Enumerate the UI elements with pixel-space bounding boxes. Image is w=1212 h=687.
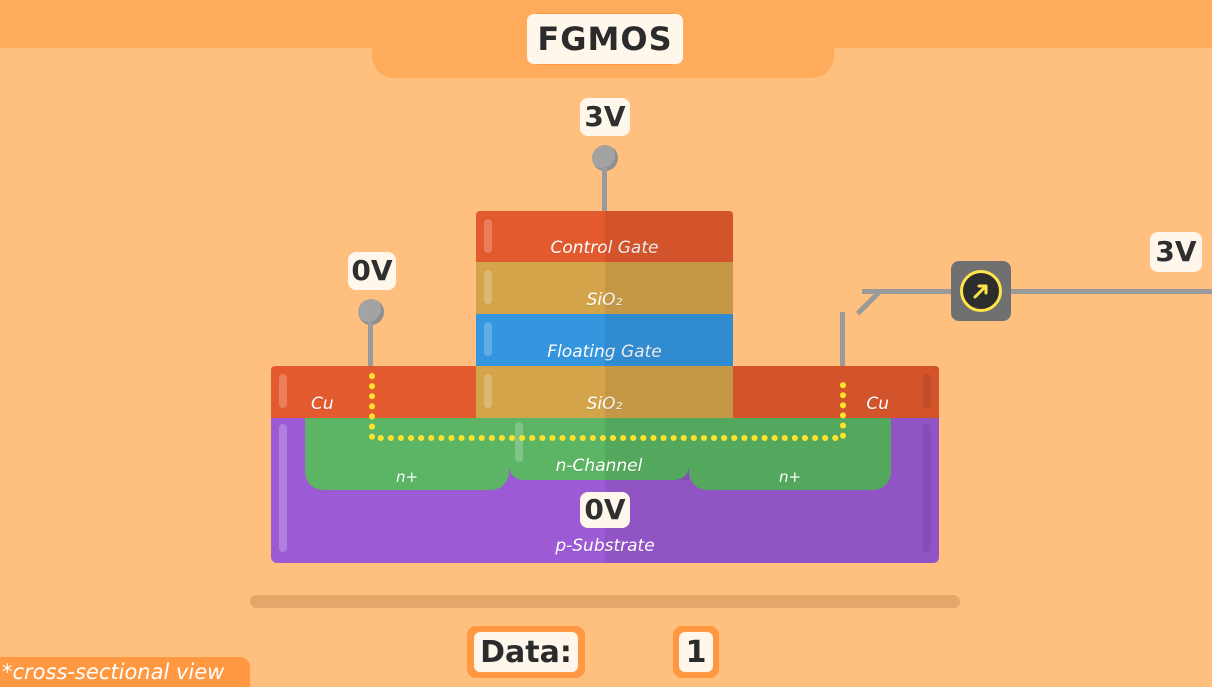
cu-right-label: Cu (866, 394, 889, 414)
ammeter[interactable] (951, 261, 1011, 321)
drain-wire-horizontal-right (1010, 289, 1212, 294)
drain-voltage-label: 3V (1150, 232, 1202, 272)
source-voltage-label: 0V (348, 252, 396, 290)
drain-wire-vertical (840, 312, 845, 368)
data-label-frame: Data: (467, 626, 585, 678)
drain-wire-diagonal (855, 290, 881, 316)
n-plus-right-region: n+ (689, 418, 891, 490)
n-plus-right-label: n+ (778, 468, 802, 486)
control-gate-label: Control Gate (550, 238, 659, 258)
n-channel-region: n-Channel (509, 418, 689, 480)
title-frame: FGMOS (527, 13, 683, 65)
sio2-top-layer: SiO₂ (476, 262, 733, 314)
n-plus-left-label: n+ (395, 468, 419, 486)
gate-wire (602, 168, 607, 212)
sio2-bottom-layer: SiO₂ (476, 366, 733, 418)
data-value: 1 (679, 632, 713, 672)
device-shadow (250, 595, 960, 608)
cu-right-contact: Cu (733, 366, 939, 418)
sio2-bottom-label: SiO₂ (586, 394, 623, 414)
gate-terminal-node[interactable] (592, 145, 618, 171)
source-wire (368, 322, 373, 367)
control-gate-layer: Control Gate (476, 211, 733, 262)
gate-voltage-label: 3V (580, 98, 630, 136)
source-terminal-node[interactable] (358, 299, 384, 325)
n-channel-label: n-Channel (555, 456, 643, 476)
floating-gate-label: Floating Gate (547, 342, 662, 362)
floating-gate-layer: Floating Gate (476, 314, 733, 366)
ammeter-icon (960, 270, 1002, 312)
drain-wire-horizontal-left (862, 289, 954, 294)
cu-left-label: Cu (311, 394, 334, 414)
sio2-top-label: SiO₂ (586, 290, 623, 310)
substrate-voltage-label: 0V (580, 492, 630, 528)
page-title: FGMOS (527, 14, 683, 64)
view-caption: *cross-sectional view (0, 657, 250, 687)
data-value-frame: 1 (673, 626, 719, 678)
data-label: Data: (474, 632, 578, 672)
p-substrate-label: p-Substrate (555, 536, 655, 556)
n-plus-left-region: n+ (305, 418, 509, 490)
current-path (369, 373, 846, 441)
